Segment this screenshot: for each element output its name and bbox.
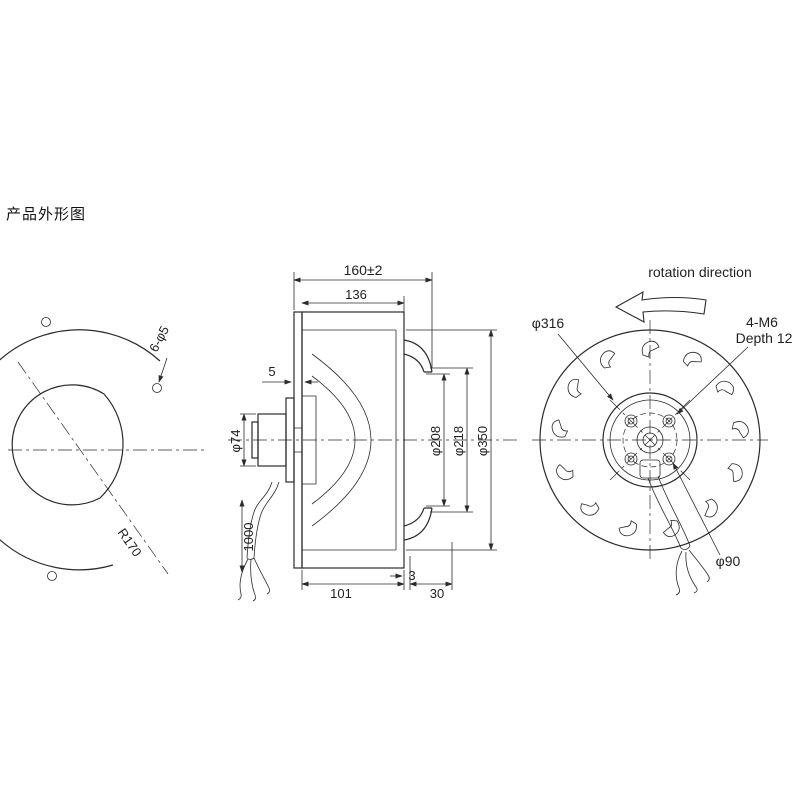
dim-label-gap: 3 [408,568,415,583]
blade-cutout [577,495,602,520]
hole-callout-label: 6-φ5 [146,323,172,354]
dia90-leader [672,462,721,556]
cable-leads [237,557,271,602]
motor-shaft-lines [294,427,302,453]
blade-cutout [731,419,750,440]
blade-curve [311,353,372,527]
drawing-title: 产品外形图 [6,206,87,223]
blade-cutout [596,347,620,371]
mounting-hole [41,317,51,327]
rotation-arrow [614,290,707,323]
rear-view: rotation direction [532,264,793,596]
blade-cutout [681,348,705,372]
power-cable [246,481,280,560]
blade-cutout [641,340,660,358]
blade-cutout [550,418,570,439]
radius-label: R170 [115,525,145,559]
dim-label-ring-dia: φ218 [451,426,466,456]
hub-cone-curve [311,375,356,505]
rotation-direction-label: rotation direction [648,264,752,280]
fan-body [301,311,405,569]
dim-label-motor-dia: φ74 [228,430,243,453]
scroll-crescent [11,384,124,506]
bolt-callout-leader [676,346,749,415]
mounting-hole [47,571,57,581]
dim-label-body-depth: 136 [345,287,367,302]
bolt-callout-line2: Depth 12 [736,330,793,346]
dim-label-dia-316: φ316 [532,315,565,331]
bolt-callout-line1: 4-M6 [746,314,778,330]
ext-line [406,329,497,551]
dim-label-dia-90: φ90 [716,553,741,569]
blade-cutout [723,461,746,484]
dim-label-impeller-dia: φ350 [475,426,490,456]
dim-label-101: 101 [330,586,352,601]
blade-cutout [554,460,576,483]
dim-label-plate: 5 [268,364,275,379]
flange-outer-arc [0,329,161,571]
hub-bolts [624,414,676,466]
dim-label-inlet-dia: φ208 [428,426,443,456]
blade-cutout [563,376,588,400]
blade-cutout [660,518,682,539]
inlet-ring-top [403,339,433,373]
blade-cutout [697,496,722,521]
left-view: 6-φ5 R170 [0,317,205,581]
left-centerline-diagonal [17,361,169,575]
hole-callout-leader [158,357,168,383]
dia316-leader [557,333,614,401]
dim-label-total-depth: 160±2 [344,262,383,278]
side-view: 160±2 136 5 φ74 1000 101 3 30 [228,262,520,602]
mounting-hole [152,383,162,393]
ext-line [301,542,453,590]
rear-power-cable [647,475,691,550]
motor-endcap [251,421,259,459]
dim-label-cable-length: 1000 [241,523,256,552]
inlet-ring-bottom [403,507,433,541]
rear-cable-leads [675,549,710,596]
dim-label-30: 30 [430,586,444,601]
blade-cutout [713,377,737,401]
blade-cutout [617,518,639,539]
motor-mount-lines [302,395,317,485]
